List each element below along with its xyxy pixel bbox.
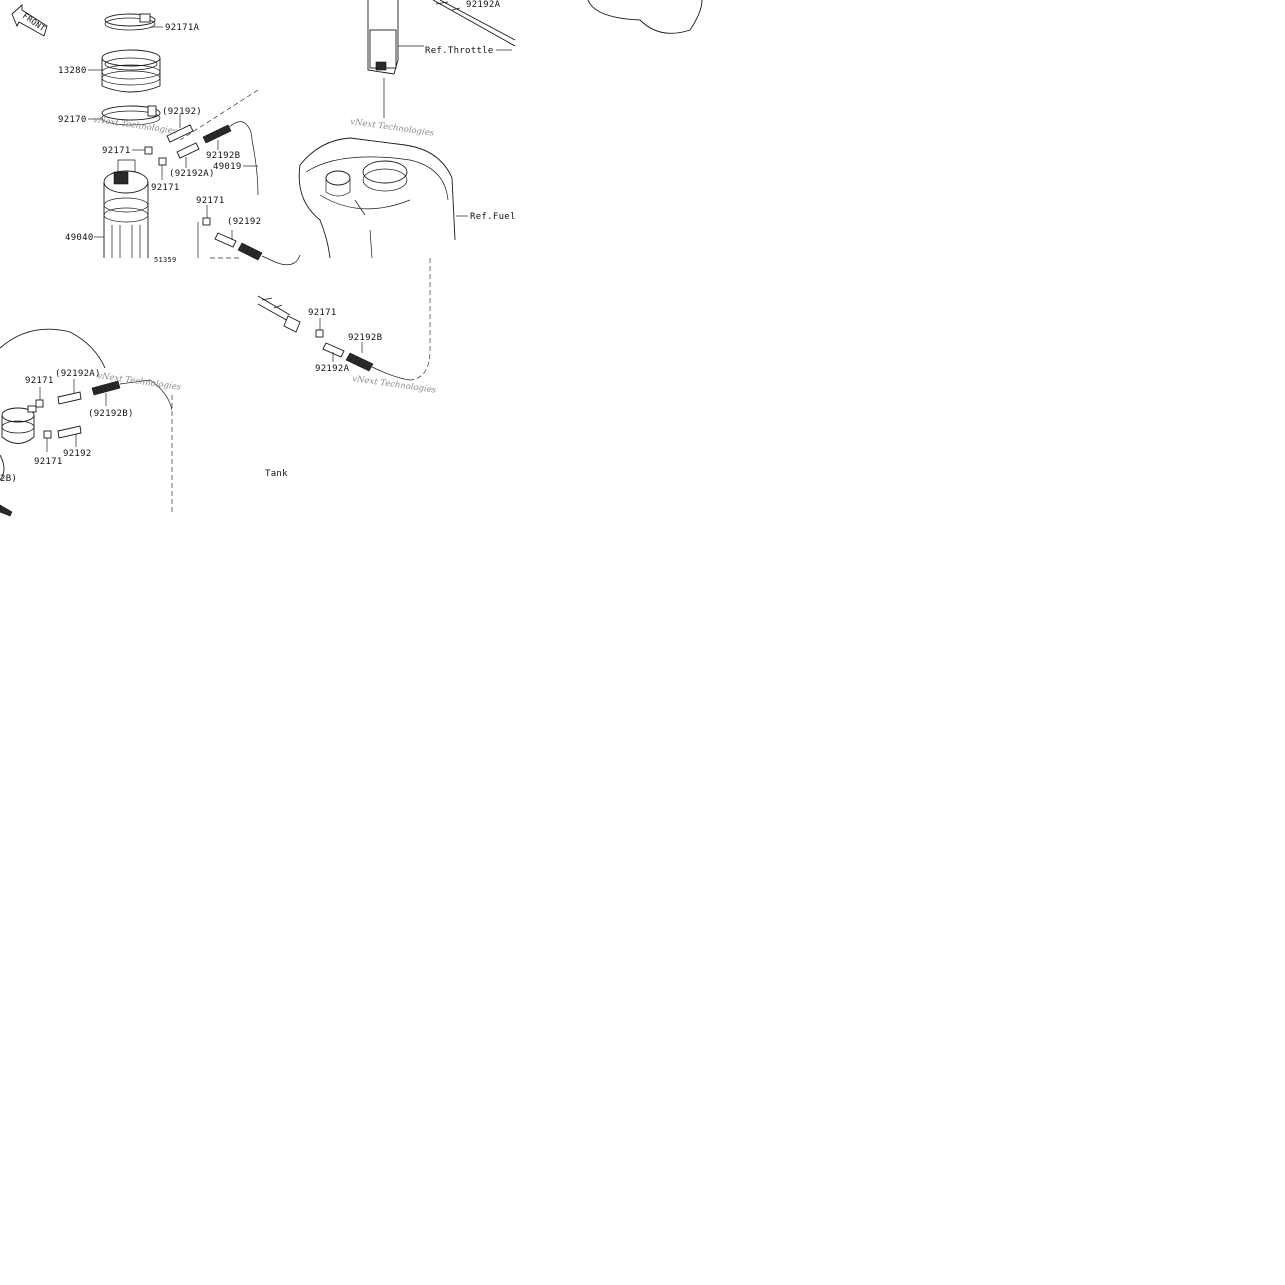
label-92170: 92170 [58, 115, 87, 125]
label-92171-e: 92171 [25, 376, 54, 386]
label-ref-throttle: Ref.Throttle [425, 46, 494, 56]
label-ref-fuel: Ref.Fuel [470, 212, 516, 222]
clamp-92171-a [144, 146, 153, 155]
label-92192b-a: 92192B [206, 151, 240, 161]
label-tank: Tank [265, 469, 288, 479]
hose-92192b-b-ribbed [345, 352, 374, 372]
label-92192a-paren-b: (92192A) [55, 369, 101, 379]
hose-92192-low [57, 425, 82, 439]
label-49040: 49040 [65, 233, 94, 243]
label-92192-paren-mid: (92192 [227, 217, 261, 227]
fuel-pump-49040 [103, 159, 149, 258]
clamp-92171-d [315, 329, 324, 338]
hose-92192a-c [57, 391, 82, 405]
label-92192-low: 92192 [63, 449, 92, 459]
label-92192a-paren-a: (92192A) [169, 169, 215, 179]
label-13280: 13280 [58, 66, 87, 76]
hose-92192-mid-ribbed [237, 242, 263, 261]
hose-cut-ribbed [0, 504, 13, 517]
hose-92192-mid [214, 232, 237, 248]
label-92192a-b: 92192A [315, 364, 350, 374]
label-92171a: 92171A [165, 23, 200, 33]
label-92171-b: 92171 [151, 183, 180, 193]
clamp-92171-b [158, 157, 167, 166]
hose-92192a-small [176, 142, 200, 159]
label-92192a-top: 92192A [466, 0, 501, 10]
label-92171-f: 92171 [34, 457, 63, 467]
throttle-hose-pipe [257, 295, 301, 333]
hose-92192b-ribbed [202, 124, 232, 144]
label-49019: 49019 [213, 162, 242, 172]
watermark-2: vNext Technologies [350, 117, 436, 139]
clamp-92170 [101, 105, 161, 126]
label-92192-paren-top: (92192) [162, 107, 202, 117]
label-92171-a: 92171 [102, 146, 131, 156]
hose-92192b-c-ribbed [91, 380, 121, 396]
hose-92192 [166, 124, 194, 143]
hose-92192a-b [322, 342, 345, 358]
lower-tank [0, 328, 173, 515]
bellows-13280 [101, 49, 161, 93]
clamp-92171-c [202, 217, 211, 226]
clamp-92171-f [43, 430, 52, 439]
throttle-body [367, 0, 399, 118]
front-arrow-icon: FRONT [11, 3, 48, 37]
throttle-rail [432, 0, 516, 47]
watermark-4: vNext Technologies [352, 374, 438, 396]
label-92192b-paren: (92192B) [88, 409, 134, 419]
label-92171-d: 92171 [308, 308, 337, 318]
label-92192b-b: 92192B [348, 333, 382, 343]
label-92171-c: 92171 [196, 196, 225, 206]
clamp-92171-e [35, 399, 44, 408]
clamp-92171a [104, 13, 156, 31]
label-cut: 51359 [154, 256, 177, 264]
fuel-filter [1, 405, 37, 444]
seat-outline [587, 0, 703, 34]
label-92192b-cut: 2B) [0, 474, 17, 484]
fuel-tank [298, 137, 456, 259]
